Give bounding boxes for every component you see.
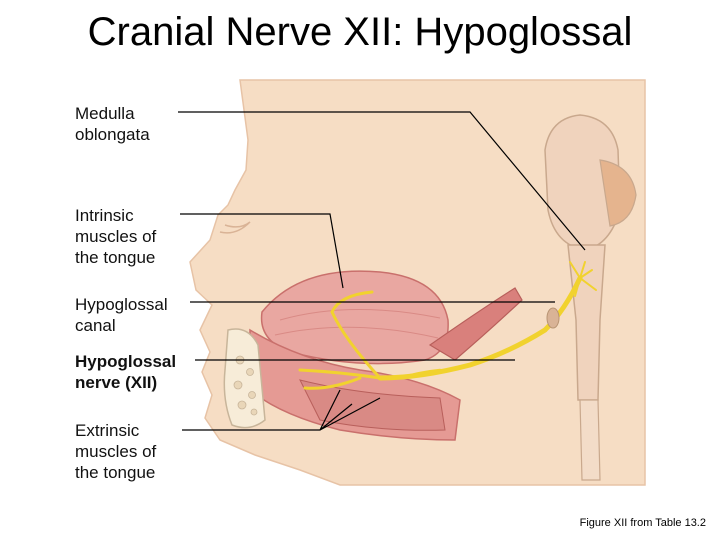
label-nerve-line1: Hypoglossal xyxy=(75,352,177,371)
leader-medulla xyxy=(178,111,586,251)
hypoglossal-nerve xyxy=(298,261,597,390)
label-medulla-line1: Medulla xyxy=(75,104,135,123)
nerve-branch-lower xyxy=(303,376,362,390)
label-intrinsic-line1: Intrinsic xyxy=(75,206,134,225)
nerve-branch-middle xyxy=(298,368,382,380)
label-canal-line2: canal xyxy=(75,316,116,335)
label-medulla-oblongata: Medulla oblongata xyxy=(75,103,150,145)
label-extrinsic-line1: Extrinsic xyxy=(75,421,140,440)
label-intrinsic-muscles: Intrinsic muscles of the tongue xyxy=(75,205,156,268)
nerve-trunk xyxy=(377,275,583,381)
label-intrinsic-line2: muscles of xyxy=(75,227,157,246)
spinal-cord xyxy=(579,399,601,481)
label-extrinsic-muscles: Extrinsic muscles of the tongue xyxy=(75,420,156,483)
hyoglossus-muscle xyxy=(299,379,446,431)
slide-title: Cranial Nerve XII: Hypoglossal xyxy=(87,10,633,54)
nerve-branch-deep xyxy=(398,368,442,380)
leader-lines xyxy=(178,111,586,431)
mandible-bone xyxy=(223,328,266,429)
label-intrinsic-line3: the tongue xyxy=(75,248,156,267)
figure-caption: Figure XII from Table 13.2 xyxy=(579,517,706,529)
styloglossus-muscle xyxy=(428,287,523,361)
leader-intrinsic xyxy=(180,213,344,289)
palate-contour xyxy=(219,221,251,234)
label-hypoglossal-canal: Hypoglossal canal xyxy=(75,294,168,336)
label-nerve-line2: nerve (XII) xyxy=(75,373,158,392)
label-extrinsic-line3: the tongue xyxy=(75,463,156,482)
leader-extrinsic xyxy=(182,389,381,431)
hypoglossal-canal-marker xyxy=(546,307,560,329)
nerve-rootlets xyxy=(569,261,597,297)
cerebellum-lobe xyxy=(599,159,637,227)
label-hypoglossal-nerve: Hypoglossal nerve (XII) xyxy=(75,351,176,393)
label-canal-line1: Hypoglossal xyxy=(75,295,168,314)
label-medulla-line2: oblongata xyxy=(75,125,150,144)
label-extrinsic-line2: muscles of xyxy=(75,442,157,461)
nerve-branch-upper xyxy=(330,290,382,380)
